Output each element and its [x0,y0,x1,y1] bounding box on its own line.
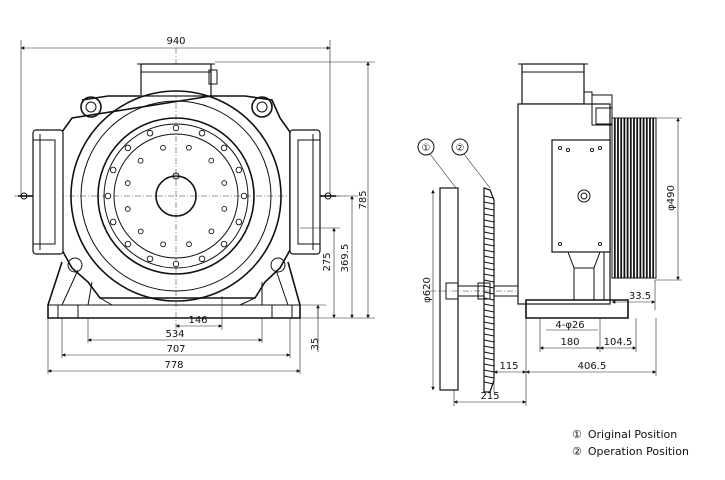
bolt-outer [109,166,117,174]
bolt-outer [220,144,228,152]
svg-text:②: ② [456,143,465,154]
dim-phi490: φ490 [666,185,677,211]
dim-940: 940 [166,36,185,47]
dim-33-5: 33.5 [629,291,651,302]
bolt-ring-outer [104,124,248,268]
dim-35: 35 [310,338,321,351]
lifting-eye-right [251,96,273,118]
bolt-outer [172,124,180,132]
bolt-outer [198,129,206,137]
plate-bolts [557,145,603,247]
dim-104-5: 104.5 [604,337,633,348]
position-marker-2 [451,138,469,156]
bolt-inner [186,144,192,151]
position-marker-1 [417,138,435,156]
bolt-outer [146,129,154,137]
bolt-outer [220,240,228,248]
dim-phi620: φ620 [422,277,433,303]
bolt-outer [124,240,132,248]
dim-180: 180 [560,337,579,348]
bolt-inner [221,206,228,212]
bolt-inner [208,157,215,164]
dim-778: 778 [164,360,183,371]
dim-holes: 4-φ26 [555,320,584,331]
bolt-inner [186,241,192,248]
bolt-outer [240,192,248,200]
cooling-fins [611,117,657,279]
bolt-inner [160,144,166,151]
bolt-inner [124,180,131,186]
sheave-operation [483,187,495,393]
svg-text:①: ① [422,143,431,154]
bolt-outer [124,144,132,152]
bolt-ring-inner [124,144,228,248]
bolt-inner [137,157,144,164]
dim-534: 534 [165,329,184,340]
shaft-hub [155,175,197,217]
dim-406-5: 406.5 [578,361,607,372]
bolt-inner [208,228,215,235]
base [47,261,301,319]
bolt-inner [221,180,228,186]
front-view: 940 785 369.5 275 146 534 707 778 [14,36,375,374]
bolt-outer [146,255,154,263]
bolt-outer [109,218,117,226]
bolt-outer [104,192,112,200]
bolt-inner [160,241,166,248]
brake-right [289,129,321,255]
sheave-original [439,187,459,391]
bolt-outer [198,255,206,263]
side-view: ① ② φ620 [417,63,682,406]
dim-275: 275 [322,252,333,271]
dim-707: 707 [166,344,185,355]
terminal-box-side [521,63,585,105]
outer-ring [70,90,282,302]
dim-115: 115 [499,361,518,372]
bolt-outer [172,260,180,268]
bolt-outer [235,166,243,174]
bolt-inner [124,206,131,212]
bolt-outer [235,218,243,226]
bolt-inner [137,228,144,235]
dim-785: 785 [358,190,369,209]
sheave-grooves [483,195,495,385]
dim-146: 146 [188,315,207,326]
brake-left [32,129,64,255]
dim-369-5: 369.5 [340,244,351,273]
dim-215: 215 [480,391,499,402]
lifting-eye-left [80,96,102,118]
